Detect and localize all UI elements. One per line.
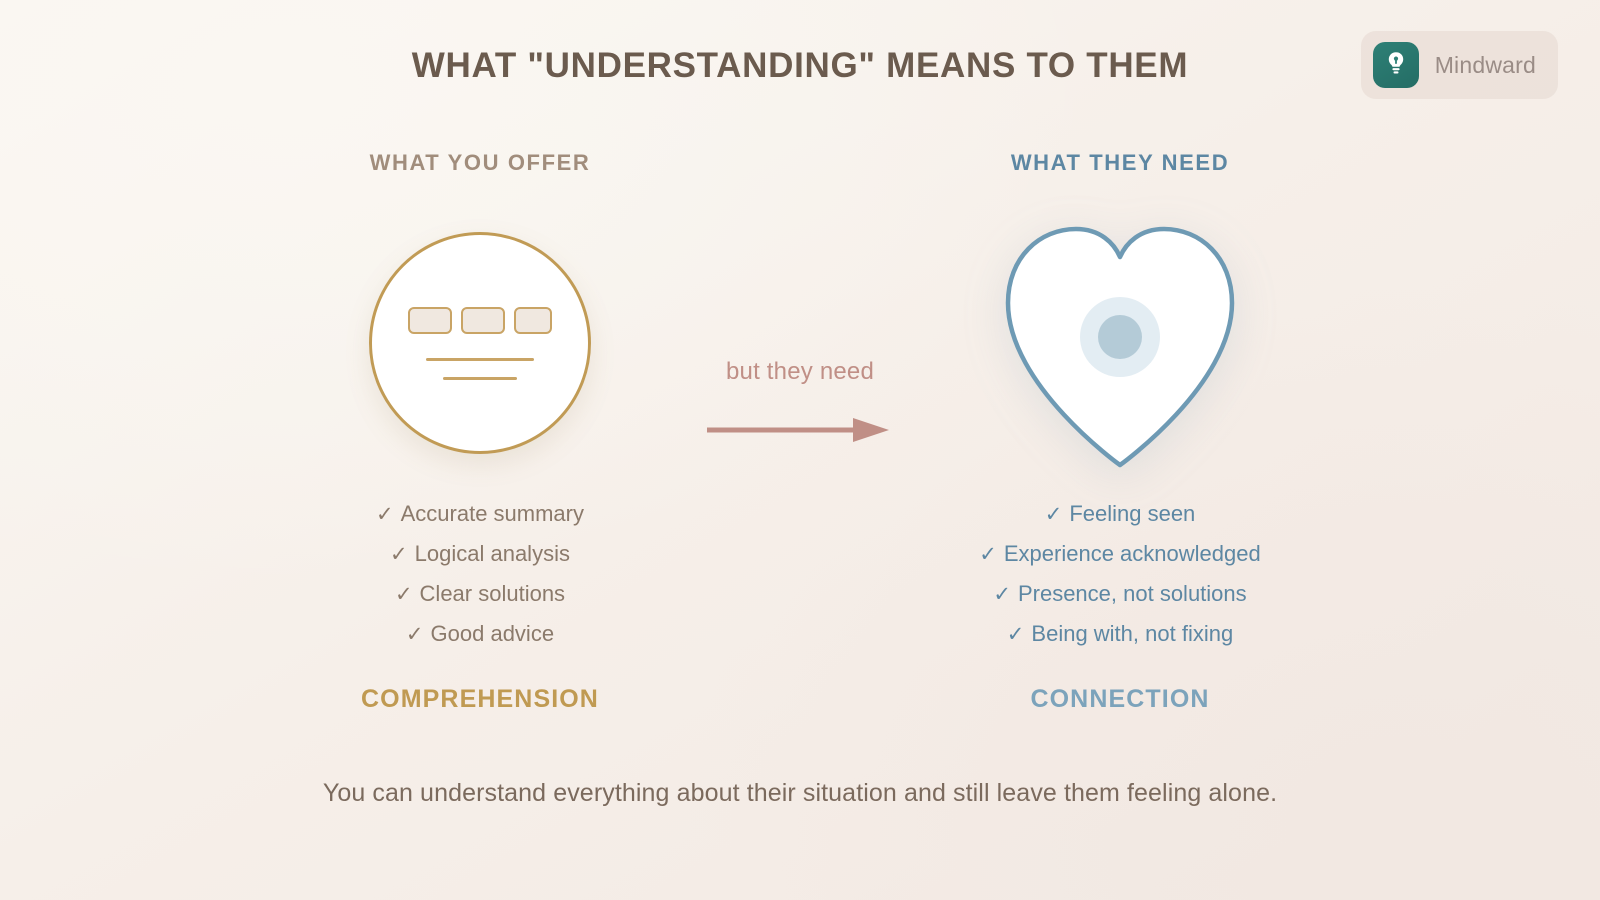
- icon-box-1: [408, 306, 452, 334]
- list-item: ✓ Presence, not solutions: [885, 574, 1355, 614]
- check-icon: ✓: [376, 503, 394, 526]
- brand-mark: [1372, 42, 1419, 88]
- check-icon: ✓: [405, 623, 424, 646]
- lightbulb-icon: [1384, 50, 1408, 81]
- list-item: ✓ Experience acknowledged: [885, 534, 1355, 574]
- column-footer-left: COMPREHENSION: [361, 685, 599, 713]
- comparison-columns: WHAT YOU OFFER ✓ Accurate summary: [0, 150, 1600, 714]
- check-icon: ✓: [394, 583, 413, 606]
- column-what-you-offer: WHAT YOU OFFER ✓ Accurate summary: [245, 150, 715, 714]
- column-heading-right: WHAT THEY NEED: [1010, 150, 1230, 175]
- visual-left: [245, 198, 715, 488]
- visual-right: [885, 198, 1355, 488]
- list-item-label: Accurate summary: [400, 501, 584, 526]
- list-item-label: Presence, not solutions: [1017, 581, 1247, 606]
- list-item-label: Logical analysis: [414, 541, 570, 566]
- icon-box-3: [514, 306, 552, 334]
- icon-box-2: [461, 306, 505, 334]
- column-footer-right: CONNECTION: [1030, 685, 1210, 713]
- check-icon: ✓: [993, 583, 1011, 606]
- footer-caption: You can understand everything about thei…: [322, 779, 1278, 807]
- list-item-label: Good advice: [430, 621, 555, 646]
- icon-box-row: [408, 306, 552, 334]
- page-title: WHAT "UNDERSTANDING" MEANS TO THEM: [411, 46, 1189, 85]
- list-item-label: Clear solutions: [419, 581, 566, 606]
- brand-name: Mindward: [1434, 51, 1536, 78]
- icon-line-short: [443, 376, 517, 380]
- document-circle-icon: [369, 232, 591, 454]
- checklist-right: ✓ Feeling seen ✓ Experience acknowledged ✓…: [885, 494, 1355, 654]
- list-item: ✓ Being with, not fixing: [885, 614, 1355, 654]
- column-what-they-need: WHAT THEY NEED ✓ Feeling seen ✓ Experience…: [885, 150, 1355, 714]
- column-heading-left: WHAT YOU OFFER: [369, 150, 591, 175]
- checklist-left: ✓Accurate summary ✓Logical analysis ✓Cle…: [245, 494, 715, 654]
- list-item-label: Feeling seen: [1069, 501, 1196, 526]
- check-icon: ✓: [390, 543, 408, 566]
- list-item-label: Experience acknowledged: [1003, 541, 1261, 566]
- list-item-label: Being with, not fixing: [1031, 621, 1234, 646]
- icon-line-long: [426, 357, 534, 361]
- heart-icon: [996, 213, 1244, 473]
- check-icon: ✓: [1006, 623, 1025, 646]
- list-item: ✓ Clear solutions: [245, 574, 715, 614]
- list-item: ✓ Good advice: [245, 614, 715, 654]
- list-item: ✓ Logical analysis: [245, 534, 715, 574]
- brand-badge[interactable]: Mindward: [1360, 31, 1558, 99]
- check-icon: ✓: [979, 543, 997, 566]
- list-item: ✓ Feeling seen: [885, 494, 1355, 534]
- check-icon: ✓: [1044, 503, 1063, 526]
- list-item: ✓ Accurate summary: [245, 494, 715, 534]
